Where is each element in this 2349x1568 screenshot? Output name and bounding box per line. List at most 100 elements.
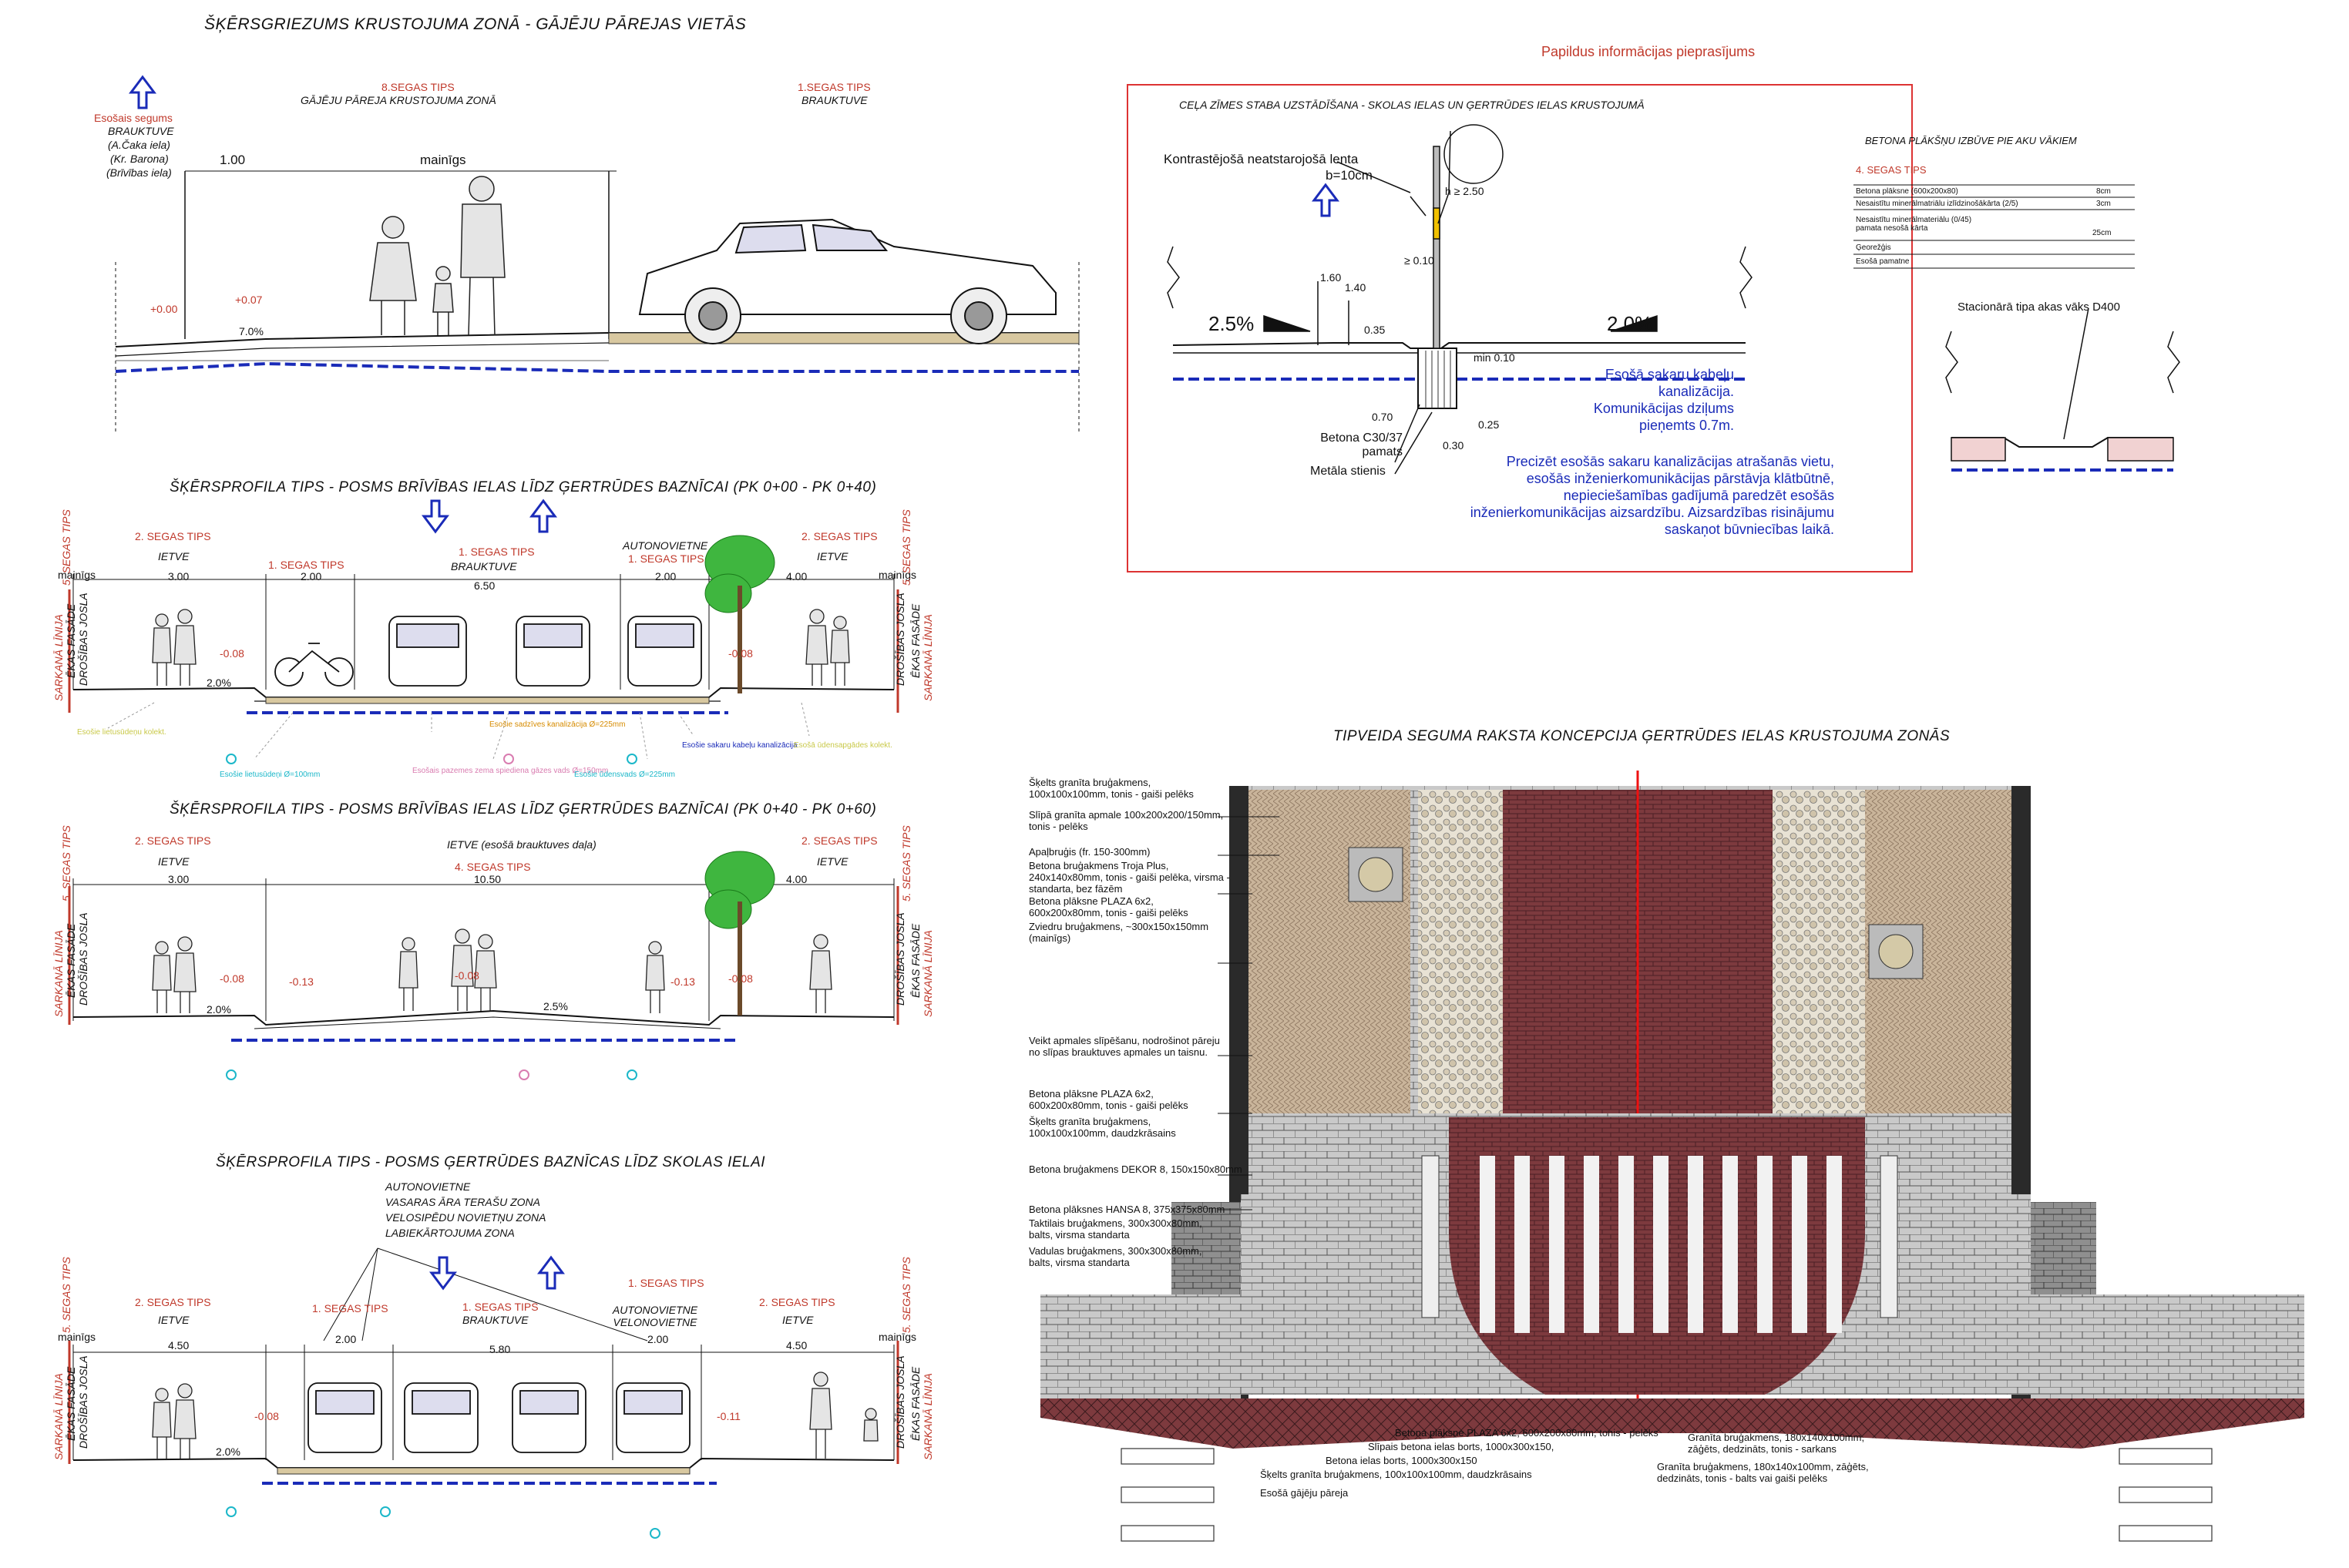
section2-legend-leaders (107, 702, 810, 760)
section1-type-left: 8.SEGAS TIPS (381, 81, 455, 93)
s4-side-left-red: SARKANĀ LĪNIJA (52, 1373, 65, 1460)
infobox-dim-4: min 0.10 (1474, 351, 1515, 364)
s3-level-3: -0.13 (670, 975, 695, 988)
s3-dim-0: 3.00 (168, 873, 190, 885)
plan-crosswalk-stripes (1480, 1156, 1842, 1333)
section2-cars (274, 616, 702, 687)
s4-variable-right: mainīgs (879, 1331, 917, 1343)
s4-label-1: 1. SEGAS TIPS (312, 1302, 388, 1315)
existing-line-2: (A.Čaka iela) (108, 139, 170, 151)
s2-dim-4: 4.00 (786, 570, 808, 583)
infobox-concrete: Betona C30/37 pamats (1320, 431, 1403, 458)
s3-level-4: -0.08 (728, 972, 753, 985)
infobox-dim-0: 1.60 (1320, 271, 1342, 284)
s4-sub-2: AUTONOVIETNE VELONOVIETNE (612, 1304, 698, 1328)
s2-side-right-type5: 5. SEGAS TIPS (900, 509, 912, 586)
section1-pedestrians (369, 176, 506, 336)
s2-side-right-facade: ĒKAS FASĀDE (909, 603, 922, 678)
infobox-h: h ≥ 2.50 (1445, 185, 1484, 197)
s2-label-4: 1. SEGAS TIPS (628, 552, 704, 565)
section3-title: ŠĶĒRSPROFILA TIPS - POSMS BRĪVĪBAS IELAS… (170, 801, 877, 818)
s4-side-right-facade: ĒKAS FASĀDE (909, 1366, 922, 1441)
plan-label-2: Apaļbruģis (fr. 150-300mm) (1029, 846, 1151, 858)
s2-slope: 2.0% (207, 677, 231, 689)
s4-label-2: 1. SEGAS TIPS (462, 1301, 539, 1313)
plan-right-1: Granīta bruģakmens, 180x140x100mm, zāģēt… (1657, 1461, 1869, 1484)
manhole-row-1-val: 3cm (2096, 200, 2111, 208)
infobox-dim-5: 0.70 (1372, 411, 1393, 423)
s4-dim-0: 4.50 (168, 1339, 190, 1351)
existing-line-3: (Kr. Barona) (110, 153, 169, 165)
infobox-clarify-note: Precizēt esošās sakaru kanalizācijas atr… (1470, 454, 1834, 537)
plan-right-0: Granīta bruģakmens, 180x140x100mm, zāģēt… (1688, 1432, 1865, 1455)
infobox-dim-7: 0.30 (1443, 439, 1464, 452)
infobox-dim-6: 0.25 (1478, 418, 1500, 431)
s3-level-1: -0.13 (289, 975, 314, 988)
section1-slope: 7.0% (239, 325, 264, 337)
infobox-manhole-label: Stacionārā tipa akas vāks D400 (1958, 301, 2120, 314)
s4-level-1: -0.11 (717, 1410, 741, 1422)
plan-bottom-3: Šķelts granīta bruģakmens, 100x100x100mm… (1260, 1469, 1532, 1480)
section4-legend-dots (226, 1506, 660, 1539)
s2-side-left-red: SARKANĀ LĪNIJA (52, 614, 65, 701)
plan-label-0: Šķelts granīta bruģakmens, 100x100x100mm… (1029, 777, 1194, 800)
s4-level-0: -0.08 (254, 1410, 279, 1422)
s3-label-2: 2. SEGAS TIPS (801, 834, 878, 847)
section3-tree (704, 851, 775, 1016)
s4-note-2: VELOSIPĒDU NOVIETŅU ZONA (385, 1211, 546, 1224)
s4-note-1: VASARAS ĀRA TERAŠU ZONA (385, 1196, 540, 1208)
s4-note-0: AUTONOVIETNE (385, 1180, 471, 1193)
plan-label-8: Šķelts granīta bruģakmens, 100x100x100mm… (1029, 1116, 1176, 1139)
manhole-row-2-val: 25cm (2092, 229, 2112, 237)
plan-label-4: Betona plāksne PLAZA 6x2, 600x200x80mm, … (1029, 895, 1188, 918)
plan-leaders (1218, 816, 1279, 1210)
s2-dim-1: 2.00 (301, 570, 322, 583)
s2-legend-6: Esošā ūdensapgādes kolekt. (794, 741, 892, 750)
s3-side-left-type5: 5. SEGAS TIPS (60, 825, 72, 902)
s4-label-0: 2. SEGAS TIPS (135, 1296, 211, 1308)
plan-label-9: Betona bruģakmens DEKOR 8, 150x150x80mm (1029, 1163, 1242, 1175)
s2-legend-3: Esošais pazemes zema spiediena gāzes vad… (412, 767, 609, 775)
plan-bottom-2: Betona ielas borts, 1000x300x150 (1326, 1455, 1477, 1466)
section1-dim-100: 1.00 (220, 153, 246, 167)
s2-variable-right: mainīgs (879, 569, 917, 581)
section1-type-left-sub: GĀJĒJU PĀREJA KRUSTOJUMA ZONĀ (301, 94, 496, 106)
plan-bottom-4: Esošā gājēju pāreja (1260, 1487, 1349, 1499)
s2-dim-0: 3.00 (168, 570, 190, 583)
s3-label-0: 2. SEGAS TIPS (135, 834, 211, 847)
s4-side-left-safety: DROŠĪBAS JOSLA (77, 1355, 89, 1449)
manhole-table-lines (1853, 184, 2135, 269)
infobox-manhole-title: BETONA PLĀKŠŅU IZBŪVE PIE AKU VĀKIEM (1865, 135, 2077, 146)
s2-level-1: -0.08 (728, 647, 753, 660)
s3-side-right-type5: 5. SEGAS TIPS (900, 825, 912, 902)
s3-sub-0: IETVE (158, 855, 190, 868)
section1-type-right-sub: BRAUKTUVE (801, 94, 868, 106)
s3-slope2: 2.5% (543, 1000, 568, 1012)
infobox-dim-3: 0.35 (1364, 324, 1386, 336)
s3-level-2: -0.08 (455, 969, 479, 982)
manhole-row-1-name: Nesaistītu minerālmatriālu izlīdzinošākā… (1856, 200, 2018, 208)
s4-dim-4: 4.50 (786, 1339, 808, 1351)
s3-label-1: 4. SEGAS TIPS (455, 861, 531, 873)
s2-side-left-type5: 5. SEGAS TIPS (60, 509, 72, 586)
infobox-header: Papildus informācijas pieprasījums (1541, 44, 1756, 59)
s2-legend-0: Esošie lietusūdeņu kolekt. (77, 728, 166, 737)
existing-line-1: BRAUKTUVE (108, 125, 174, 137)
s3-dim-2: 4.00 (786, 873, 808, 885)
s2-level-0: -0.08 (220, 647, 244, 660)
s3-slope: 2.0% (207, 1003, 231, 1016)
s4-sub-1: BRAUKTUVE (462, 1314, 529, 1326)
s3-side-left-facade: ĒKAS FASĀDE (65, 923, 77, 998)
s4-side-right-safety: DROŠĪBAS JOSLA (894, 1355, 906, 1449)
s4-dim-2: 5.80 (489, 1343, 511, 1355)
s4-side-right-type5: 5. SEGAS TIPS (900, 1257, 912, 1333)
s2-label-3: AUTONOVIETNE (623, 539, 708, 552)
plan-empty-boxes (1121, 1448, 2213, 1542)
manhole-table-title: 4. SEGAS TIPS (1856, 164, 1927, 176)
existing-line-4: (Brīvības iela) (106, 166, 172, 179)
plan-label-6: Veikt apmales slīpēšanu, nodrošinot pāre… (1029, 1035, 1220, 1058)
infobox-linework (1167, 124, 2180, 475)
section4-linework (68, 1247, 899, 1485)
s2-legend-2: Esošie lietusūdeņi Ø=100mm (220, 771, 321, 779)
